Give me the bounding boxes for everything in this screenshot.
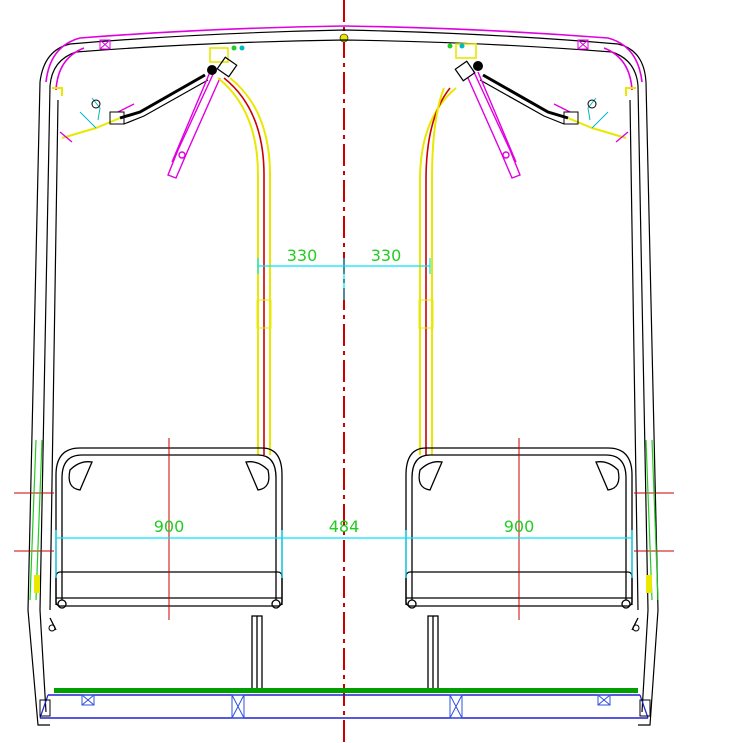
roof-fittings — [99, 39, 589, 50]
floor-corner-fittings — [39, 624, 651, 717]
left-wall-panels — [29, 439, 43, 601]
dimension-aisle-width: 484 — [329, 517, 360, 536]
upper-dimension-line — [257, 258, 431, 300]
dimension-right-rail-offset: 330 — [371, 246, 402, 265]
left-seat — [49, 447, 283, 691]
roof-corner-fittings — [52, 87, 636, 96]
centerline-roof-marker — [339, 33, 349, 43]
left-door-mechanism — [207, 45, 245, 78]
dimension-left-rail-offset: 330 — [287, 246, 318, 265]
dimension-right-seat-width: 900 — [504, 517, 535, 536]
right-seat — [405, 447, 639, 691]
dimension-left-seat-width: 900 — [154, 517, 185, 536]
wall-yellow-fittings — [34, 575, 652, 593]
lower-dimension-line — [55, 530, 633, 578]
right-door-mechanism — [447, 43, 483, 82]
left-door-leaf — [167, 69, 221, 179]
floor-cross-members — [81, 694, 611, 719]
left-window-fitting — [59, 73, 209, 143]
floor — [39, 688, 649, 719]
right-door-leaf — [467, 69, 521, 179]
right-wall-panels — [645, 439, 659, 601]
left-handrail — [217, 77, 272, 455]
roof-trim — [45, 25, 643, 91]
right-window-fitting — [479, 73, 629, 143]
right-handrail — [418, 87, 457, 455]
